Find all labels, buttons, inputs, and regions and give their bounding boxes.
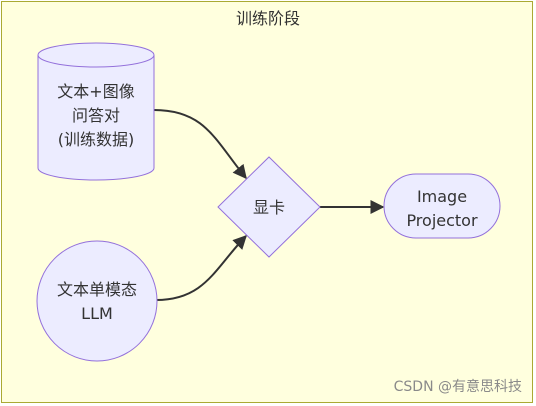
cylinder-body [37, 55, 155, 181]
watermark-text: CSDN @有意思科技 [393, 379, 522, 395]
llm-label-line2: LLM [81, 304, 113, 323]
diamond-shape [217, 156, 321, 258]
llm-label-line1: 文本单模态 [57, 280, 137, 299]
projector-label-line2: Projector [406, 211, 478, 230]
stadium-shape [383, 173, 501, 239]
gpu-label: 显卡 [253, 198, 285, 217]
edge-llm-to-gpu [155, 234, 247, 301]
cylinder-top [37, 42, 155, 68]
node-gpu-diamond: 显卡 [217, 156, 321, 258]
dataset-label-line2: 问答对 [72, 106, 120, 125]
node-dataset-cylinder: 文本+图像 问答对 (训练数据) [37, 42, 155, 181]
node-llm-circle: 文本单模态 LLM [36, 240, 158, 362]
subgraph-title: 训练阶段 [236, 9, 300, 28]
circle-shape [36, 240, 158, 362]
dataset-label-line1: 文本+图像 [57, 82, 134, 101]
dataset-label-line3: (训练数据) [58, 130, 135, 149]
node-image-projector: Image Projector [383, 173, 501, 239]
edge-dataset-to-gpu [153, 109, 247, 180]
projector-label-line1: Image [417, 187, 467, 206]
